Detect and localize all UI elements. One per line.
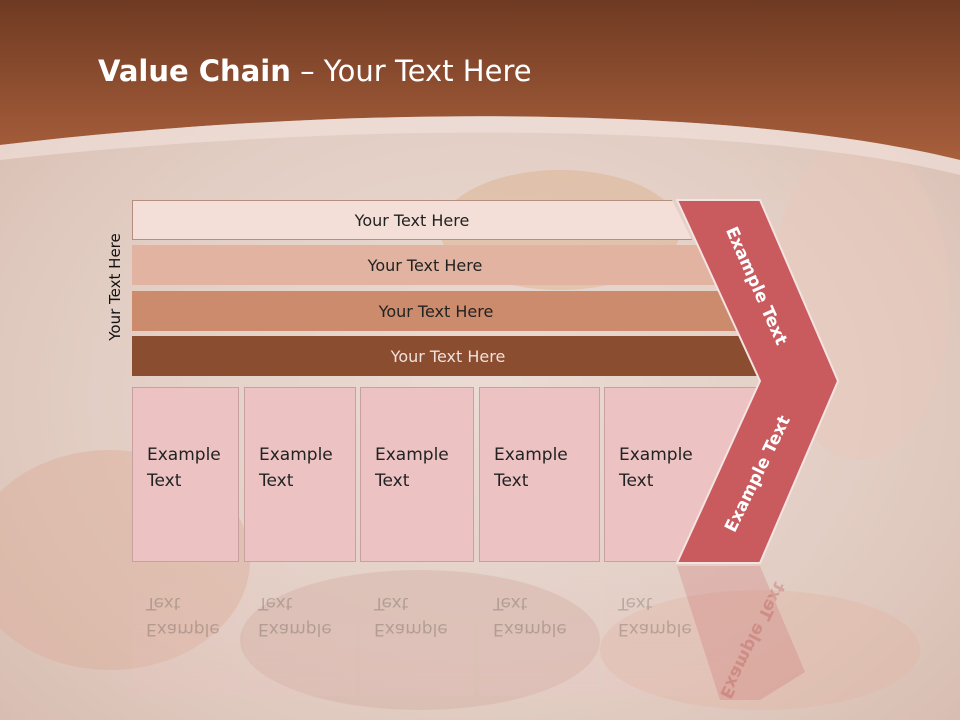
support-bar-2-label: Your Text Here [367, 255, 483, 275]
activity-box-4-reflection: Example Text [479, 566, 600, 696]
title-rest: – Your Text Here [290, 54, 532, 88]
activity-box-4-line1: Example [494, 445, 568, 465]
reflection-5-line2: Text [618, 593, 653, 613]
vertical-label-text: Your Text Here [106, 233, 124, 341]
activity-box-2-line1: Example [259, 445, 333, 465]
activity-box-4: Example Text [479, 387, 600, 562]
reflection-2-line2: Text [258, 593, 293, 613]
activity-box-2-reflection: Example Text [244, 566, 356, 696]
activity-box-1-line1: Example [147, 445, 221, 465]
reflection-1-line1: Example [146, 619, 220, 639]
support-bar-4-label: Your Text Here [390, 346, 506, 366]
support-bar-1-label: Your Text Here [354, 210, 470, 230]
support-bar-2: Your Text Here [132, 245, 718, 285]
activity-box-1-line2: Text [147, 471, 182, 491]
reflection-4-line2: Text [493, 593, 528, 613]
activity-box-1: Example Text [132, 387, 239, 562]
activity-box-3-reflection: Example Text [360, 566, 474, 696]
activity-box-5-line2: Text [619, 471, 654, 491]
activity-box-5-line1: Example [619, 445, 693, 465]
activity-box-2: Example Text [244, 387, 356, 562]
reflection-2-line1: Example [258, 619, 332, 639]
activity-box-1-reflection: Example Text [132, 566, 239, 696]
activity-box-5-reflection: Example Text [604, 566, 724, 696]
reflection-5-line1: Example [618, 619, 692, 639]
support-bar-1: Your Text Here [132, 200, 692, 240]
slide-title: Value Chain – Your Text Here [98, 54, 532, 88]
reflection-1-line2: Text [146, 593, 181, 613]
reflection-4-line1: Example [493, 619, 567, 639]
support-bar-3: Your Text Here [132, 291, 740, 331]
activity-box-3-line2: Text [375, 471, 410, 491]
reflection-3-line2: Text [374, 593, 409, 613]
activity-box-3-line1: Example [375, 445, 449, 465]
reflection-3-line1: Example [374, 619, 448, 639]
title-bold: Value Chain [98, 54, 291, 88]
activity-box-2-line2: Text [259, 471, 294, 491]
support-bar-4: Your Text Here [132, 336, 764, 376]
activity-box-3: Example Text [360, 387, 474, 562]
activity-box-4-line2: Text [494, 471, 529, 491]
support-bar-3-label: Your Text Here [378, 301, 494, 321]
